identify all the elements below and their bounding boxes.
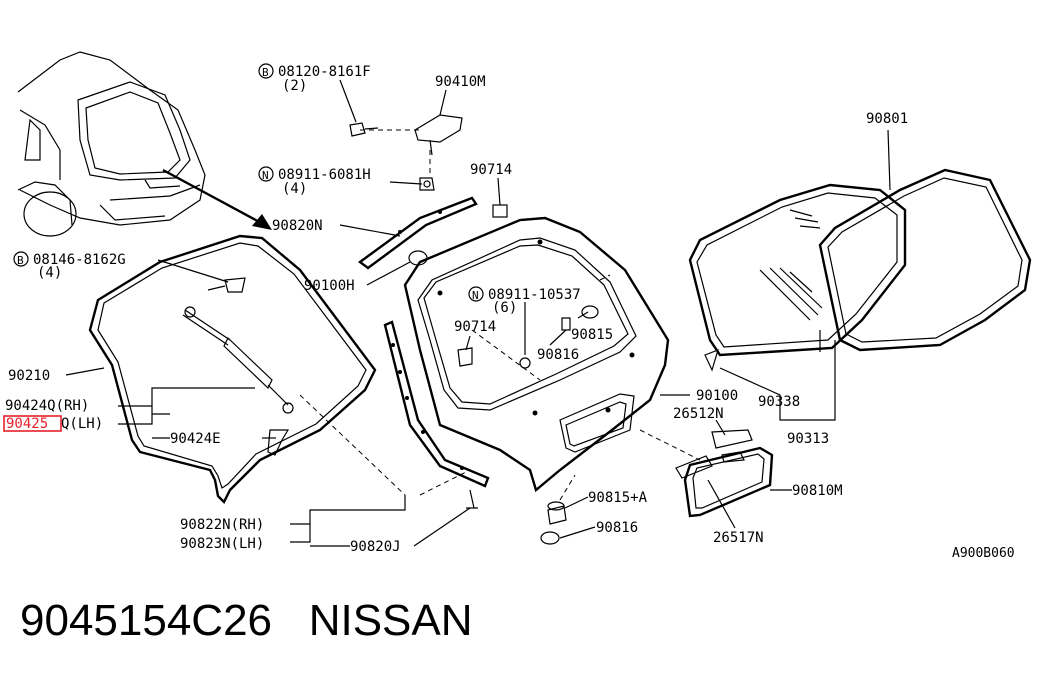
highlight-box — [3, 415, 62, 432]
label-26512n: 26512N — [673, 406, 724, 422]
part-labels: 08120-8161F (2) 90410M 08911-6081H (4) 9… — [3, 64, 1015, 561]
label-90100: 90100 — [696, 388, 738, 404]
diagram-code: A900B060 — [952, 546, 1015, 561]
label-90816-inner: 90816 — [537, 347, 579, 363]
part-title: 9045154C26 NISSAN — [20, 596, 473, 646]
label-90210: 90210 — [8, 368, 50, 384]
label-90822n-rh: 90822N(RH) — [180, 517, 264, 533]
glass-seal — [704, 168, 1032, 372]
label-90820n: 90820N — [272, 218, 323, 234]
label-90801: 90801 — [866, 111, 908, 127]
label-90100h: 90100H — [304, 278, 355, 294]
label-90424q-rh: 90424Q(RH) — [5, 398, 89, 414]
label-90815-a: 90815+A — [588, 490, 648, 506]
circle-b2: B — [17, 254, 24, 267]
side-moulding — [383, 320, 490, 509]
car-outline — [17, 51, 206, 237]
leader-lines — [65, 79, 891, 547]
circle-markers: B N B N — [13, 63, 484, 302]
label-90810m: 90810M — [792, 483, 843, 499]
circle-b1: B — [262, 66, 269, 79]
label-90820j: 90820J — [350, 539, 401, 555]
label-qty-6: (6) — [492, 300, 517, 316]
direction-arrow — [162, 168, 272, 230]
part-number: 9045154C26 — [20, 596, 273, 645]
brand-name: NISSAN — [308, 596, 473, 645]
label-90425: 90425 — [6, 416, 48, 432]
label-90410m: 90410M — [435, 74, 486, 90]
label-qty-2: (2) — [282, 78, 307, 94]
finisher — [675, 429, 774, 518]
lower-parts — [540, 501, 567, 545]
label-08146-8162g: 08146-8162G — [33, 252, 126, 268]
weatherstrip — [88, 234, 377, 505]
label-90823n-lh: 90823N(LH) — [180, 536, 264, 552]
label-q-lh: Q(LH) — [61, 416, 103, 432]
rear-glass — [688, 183, 907, 357]
label-90424e: 90424E — [170, 431, 221, 447]
back-door — [403, 216, 670, 493]
label-08911-6081h: 08911-6081H — [278, 167, 371, 183]
guide-lines — [299, 129, 701, 501]
label-qty-4a: (4) — [282, 181, 307, 197]
label-90313: 90313 — [787, 431, 829, 447]
label-90714-top: 90714 — [470, 162, 512, 178]
gas-stay — [182, 277, 294, 456]
label-90815: 90815 — [571, 327, 613, 343]
label-90338: 90338 — [758, 394, 800, 410]
label-90714-inner: 90714 — [454, 319, 496, 335]
circle-n1: N — [262, 169, 269, 182]
label-08911-10537: 08911-10537 — [488, 287, 581, 303]
label-90816-lower: 90816 — [596, 520, 638, 536]
label-qty-4b: (4) — [37, 265, 62, 281]
circle-n2: N — [472, 289, 479, 302]
label-08120-8161f: 08120-8161F — [278, 64, 371, 80]
label-26517n: 26517N — [713, 530, 764, 546]
